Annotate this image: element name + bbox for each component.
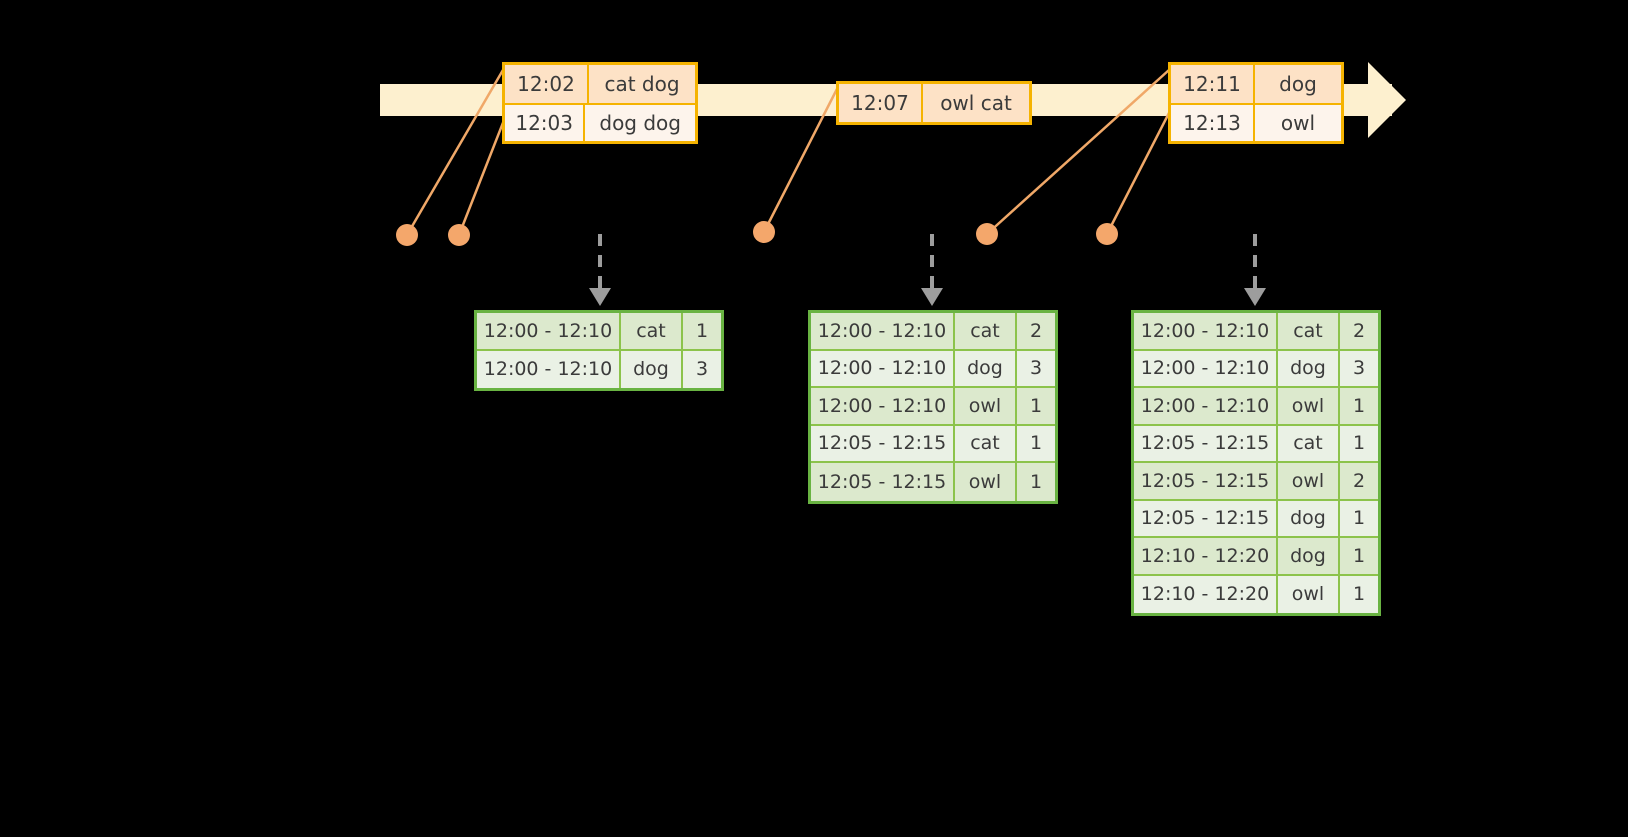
count-cell: 3 [1029,357,1043,380]
count-cell: 1 [1352,394,1366,417]
count-cell: 1 [1352,544,1366,567]
event-words: dog dog [599,111,681,135]
event-timestamp: 12:02 [505,65,589,103]
event-dots [396,221,1118,246]
event-box-group-3[interactable]: 12:11 dog 12:13 owl [1168,62,1344,144]
timeline-direction-arrow-icon [1368,62,1406,138]
word-cell: dog [1278,538,1340,574]
window-cell: 12:10 - 12:20 [1134,575,1278,613]
event-row: 12:02 cat dog [505,65,695,103]
word-cell: cat [1278,313,1340,349]
count-cell: 1 [1029,432,1043,455]
word-cell: owl [955,463,1017,501]
window-cell: 12:00 - 12:10 [477,350,621,388]
dashed-arrow-head-icon [589,288,611,306]
dashed-arrow-head-icon [1244,288,1266,306]
word-cell: cat [955,313,1017,349]
down-arrows [589,234,1266,306]
dashed-arrow-head-icon [921,288,943,306]
window-cell: 12:00 - 12:10 [811,388,955,424]
event-words: owl [1280,111,1316,135]
event-timestamp: 12:11 [1171,65,1255,103]
event-words: dog [1279,72,1317,96]
window-cell: 12:05 - 12:15 [811,425,955,461]
word-cell: dog [1278,350,1340,386]
connector-line [1105,110,1172,235]
event-dot-icon [1096,223,1118,245]
window-cell: 12:00 - 12:10 [1134,388,1278,424]
word-cell: cat [621,313,683,349]
event-row: 12:11 dog [1171,65,1341,103]
count-cell: 2 [1352,319,1366,342]
window-cell: 12:00 - 12:10 [477,313,621,349]
event-timestamp: 12:03 [505,105,586,141]
word-cell: dog [1278,500,1340,536]
word-cell: owl [1278,388,1340,424]
count-cell: 2 [1029,319,1043,342]
count-cell: 1 [1029,394,1043,417]
event-words: owl cat [940,91,1012,115]
word-cell: owl [1278,575,1340,613]
count-cell: 2 [1352,469,1366,492]
count-cell: 1 [695,319,709,342]
count-cell: 1 [1352,432,1366,455]
window-cell: 12:00 - 12:10 [811,350,955,386]
event-row: 12:13 owl [1171,103,1341,141]
window-cell: 12:05 - 12:15 [1134,500,1278,536]
count-cell: 3 [1352,357,1366,380]
window-cell: 12:10 - 12:20 [1134,538,1278,574]
event-dot-icon [448,224,470,246]
window-cell: 12:00 - 12:10 [1134,313,1278,349]
window-cell: 12:00 - 12:10 [811,313,955,349]
count-cell: 1 [1029,470,1043,493]
count-cell: 3 [695,358,709,381]
word-cell: cat [1278,425,1340,461]
word-cell: dog [955,350,1017,386]
event-dot-icon [753,221,775,243]
event-box-group-1[interactable]: 12:02 cat dog 12:03 dog dog [502,62,698,144]
count-cell: 1 [1352,583,1366,606]
word-cell: cat [955,425,1017,461]
window-cell: 12:05 - 12:15 [1134,425,1278,461]
event-timestamp: 12:07 [839,84,923,122]
event-row: 12:07 owl cat [839,84,1029,122]
window-cell: 12:00 - 12:10 [1134,350,1278,386]
event-words: cat dog [604,72,680,96]
event-dot-icon [976,223,998,245]
event-timestamp: 12:13 [1171,105,1255,141]
event-box-group-2[interactable]: 12:07 owl cat [836,81,1032,125]
count-cell: 1 [1352,507,1366,530]
word-cell: owl [955,388,1017,424]
event-dot-icon [396,224,418,246]
window-cell: 12:05 - 12:15 [811,463,955,501]
window-cell: 12:05 - 12:15 [1134,463,1278,499]
word-cell: dog [621,350,683,388]
connector-line [457,109,510,236]
word-cell: owl [1278,463,1340,499]
event-row: 12:03 dog dog [505,103,695,141]
